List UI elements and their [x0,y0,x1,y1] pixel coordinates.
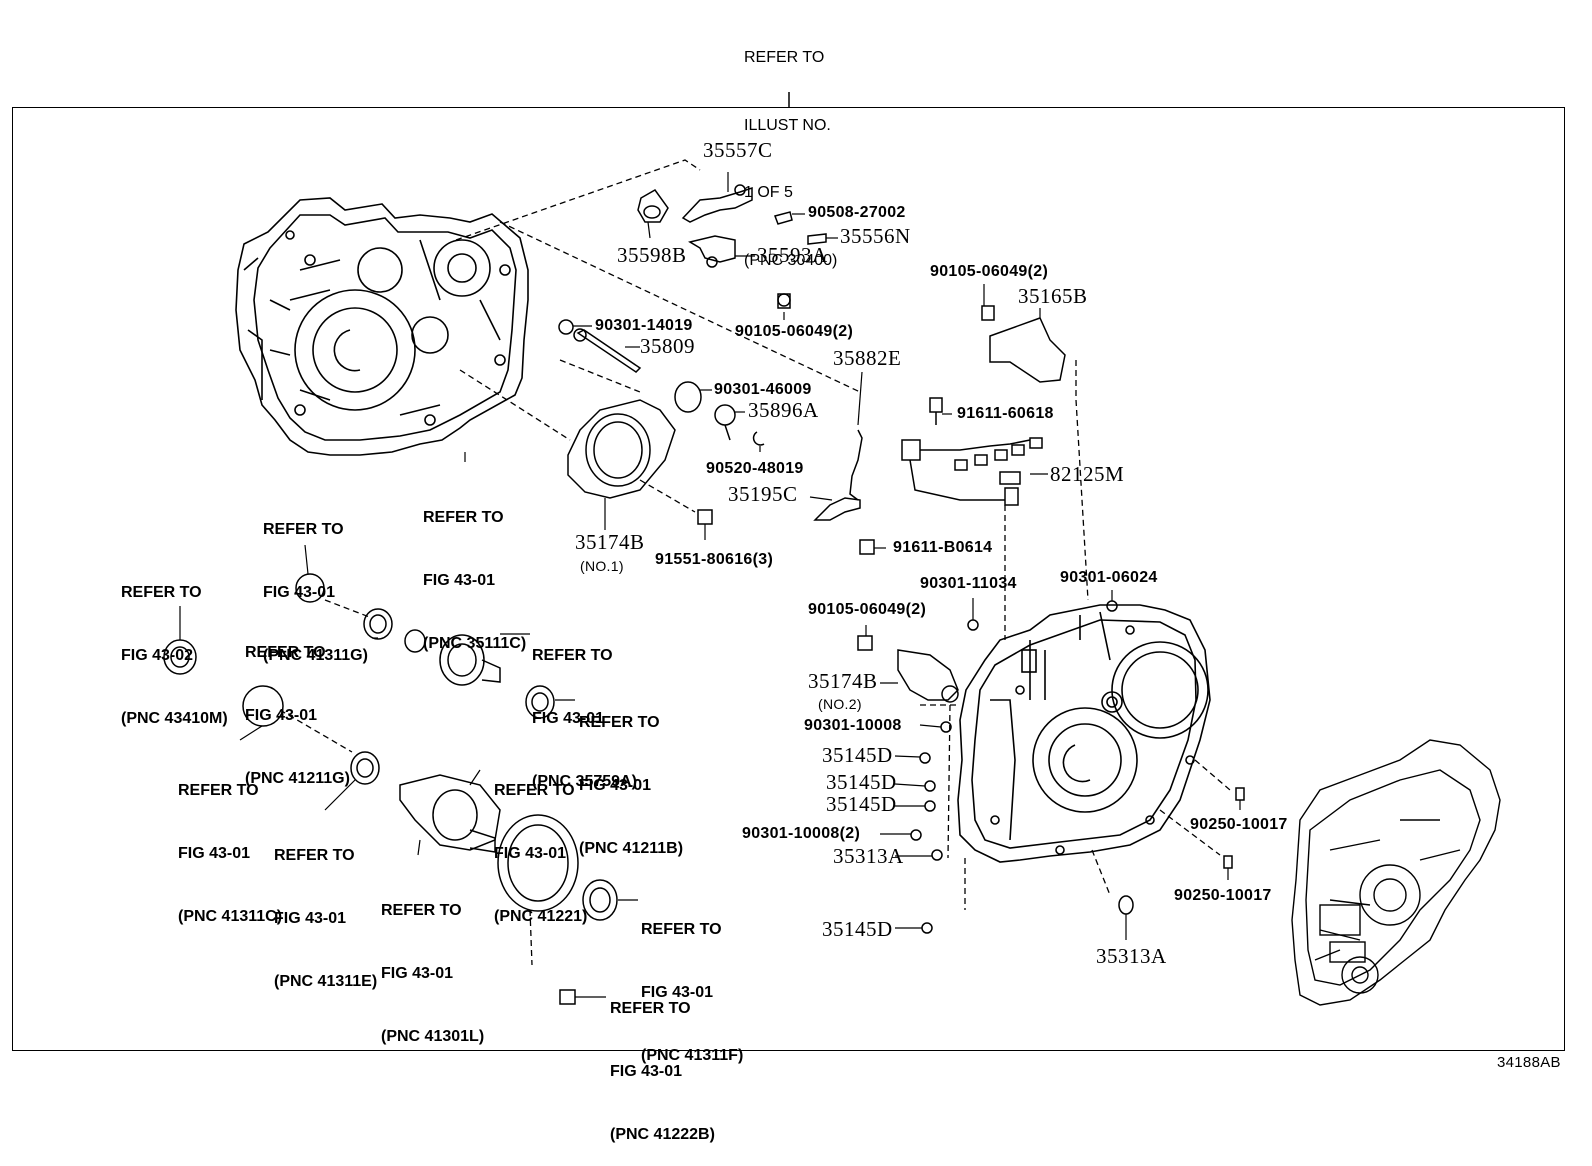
ref-line: REFER TO [381,902,462,919]
part-label-35593A[interactable]: 35593A [757,243,828,267]
ref-line: (PNC 41221) [494,908,588,925]
part-label-82125M[interactable]: 82125M [1050,462,1125,486]
part-label-90250-10017-1[interactable]: 90250-10017 [1190,816,1288,833]
ref-line: REFER TO [178,782,259,799]
small-parts [163,184,1245,1005]
reference-41311E[interactable]: REFER TO FIG 43-01 (PNC 41311E) [274,803,377,1013]
part-label-90301-11034[interactable]: 90301-11034 [920,575,1017,592]
transaxle-case-drawing [957,604,1211,863]
part-label-35174B-no2[interactable]: 35174B [808,669,878,693]
part-label-35195C[interactable]: 35195C [728,482,798,506]
part-label-35145D-2[interactable]: 35145D [826,770,897,794]
ref-line: (PNC 41211G) [245,770,350,787]
transaxle-housing-drawing [235,197,529,456]
ref-line: REFER TO [423,509,504,526]
ref-line: (PNC 35111C) [423,635,527,652]
diagram-frame [12,107,1565,1051]
part-label-91611-B0614[interactable]: 91611-B0614 [893,539,993,556]
reference-41311G[interactable]: REFER TO FIG 43-01 (PNC 41311G) [263,477,368,687]
part-label-90520-48019[interactable]: 90520-48019 [706,460,804,477]
ref-line: REFER TO [494,782,575,799]
header-ref-line: (PNC 30400) [744,251,838,269]
part-label-35896A[interactable]: 35896A [748,398,819,422]
ref-line: REFER TO [579,714,660,731]
header-ref-line: REFER TO [744,49,825,66]
part-label-90105-06049-b[interactable]: 90105-06049(2) [930,263,1049,280]
reference-41211G[interactable]: REFER TO FIG 43-01 (PNC 41211G) [245,600,350,810]
ref-line: (PNC 41311G) [263,647,368,664]
part-label-90250-10017-2[interactable]: 90250-10017 [1174,887,1272,904]
ref-line: REFER TO [263,521,344,538]
ref-line: (PNC 35759A) [532,773,637,790]
part-label-no1: (NO.1) [580,558,624,574]
ref-line: FIG 43-01 [263,584,336,601]
header-ref-line: ILLUST NO. [744,116,831,134]
part-label-90301-10008-2[interactable]: 90301-10008(2) [742,825,861,842]
reference-35759A[interactable]: REFER TO FIG 43-01 (PNC 35759A) [532,603,637,813]
part-label-35313A-2[interactable]: 35313A [1096,944,1167,968]
ref-line: FIG 43-01 [494,845,567,862]
ref-line: (PNC 41211B) [579,840,684,857]
part-label-35174B-no1[interactable]: 35174B [575,530,645,554]
ref-line: FIG 43-01 [610,1063,683,1080]
ref-line: FIG 43-01 [579,777,652,794]
ref-line: REFER TO [610,1000,691,1017]
ref-line: FIG 43-01 [381,965,454,982]
ref-line: REFER TO [121,584,202,601]
part-label-35145D-1[interactable]: 35145D [822,743,893,767]
part-label-91611-60618[interactable]: 91611-60618 [957,405,1054,422]
part-label-90301-46009[interactable]: 90301-46009 [714,381,812,398]
header-ref-line: 1 OF 5 [744,184,793,201]
part-label-91551-80616[interactable]: 91551-80616(3) [655,551,774,568]
ref-line: (PNC 43410M) [121,710,228,727]
ref-line: (PNC 41301L) [381,1028,485,1045]
part-label-35598B[interactable]: 35598B [617,243,687,267]
transaxle-overview-drawing [1291,739,1501,1006]
label-leaders [179,172,1241,998]
ref-line: REFER TO [532,647,613,664]
part-label-no2: (NO.2) [818,696,862,712]
ref-line: FIG 43-01 [423,572,496,589]
ref-line: FIG 43-01 [641,984,714,1001]
illustration-code: 34188AB [1497,1054,1561,1071]
ref-line: REFER TO [641,921,722,938]
part-label-90508-27002[interactable]: 90508-27002 [808,204,906,221]
part-label-90301-06024[interactable]: 90301-06024 [1060,569,1158,586]
part-label-35145D-4[interactable]: 35145D [822,917,893,941]
ref-line: (PNC 41311C) [178,908,283,925]
reference-41211B[interactable]: REFER TO FIG 43-01 (PNC 41211B) [579,670,683,880]
part-label-35145D-3[interactable]: 35145D [826,792,897,816]
reference-41301L[interactable]: REFER TO FIG 43-01 (PNC 41301L) [381,858,484,1068]
ref-line: FIG 43-01 [245,707,318,724]
dashed-leaders [279,159,1231,966]
ref-line: (PNC 41311F) [641,1047,744,1064]
part-label-35882E[interactable]: 35882E [833,346,902,370]
part-label-35809[interactable]: 35809 [640,334,695,358]
ref-line: REFER TO [274,847,355,864]
ref-line: REFER TO [245,644,326,661]
part-label-90301-14019[interactable]: 90301-14019 [595,317,693,334]
ref-line: (PNC 41311E) [274,973,378,990]
part-label-35557C[interactable]: 35557C [703,138,773,162]
exploded-parts-illustration [163,92,1501,1006]
ref-line: (PNC 41222B) [610,1126,715,1143]
reference-41311C[interactable]: REFER TO FIG 43-01 (PNC 41311C) [178,738,282,948]
part-label-35165B[interactable]: 35165B [1018,284,1088,308]
part-label-90105-06049-c[interactable]: 90105-06049(2) [808,601,927,618]
ref-line: FIG 43-01 [532,710,605,727]
reference-43410M[interactable]: REFER TO FIG 43-02 (PNC 43410M) [121,540,228,750]
part-label-35313A-1[interactable]: 35313A [833,844,904,868]
header-reference: REFER TO ILLUST NO. 1 OF 5 (PNC 30400) [744,2,837,295]
reference-35111C[interactable]: REFER TO FIG 43-01 (PNC 35111C) [423,465,526,675]
reference-41221[interactable]: REFER TO FIG 43-01 (PNC 41221) [494,738,587,948]
reference-41222B[interactable]: REFER TO FIG 43-01 (PNC 41222B) [610,956,715,1166]
part-label-35556N[interactable]: 35556N [840,224,911,248]
part-label-90301-10008[interactable]: 90301-10008 [804,717,902,734]
ref-line: FIG 43-01 [178,845,251,862]
ref-line: FIG 43-01 [274,910,347,927]
part-label-90105-06049-a[interactable]: 90105-06049(2) [735,323,854,340]
ref-line: FIG 43-02 [121,647,194,664]
reference-41311F[interactable]: REFER TO FIG 43-01 (PNC 41311F) [641,877,743,1087]
